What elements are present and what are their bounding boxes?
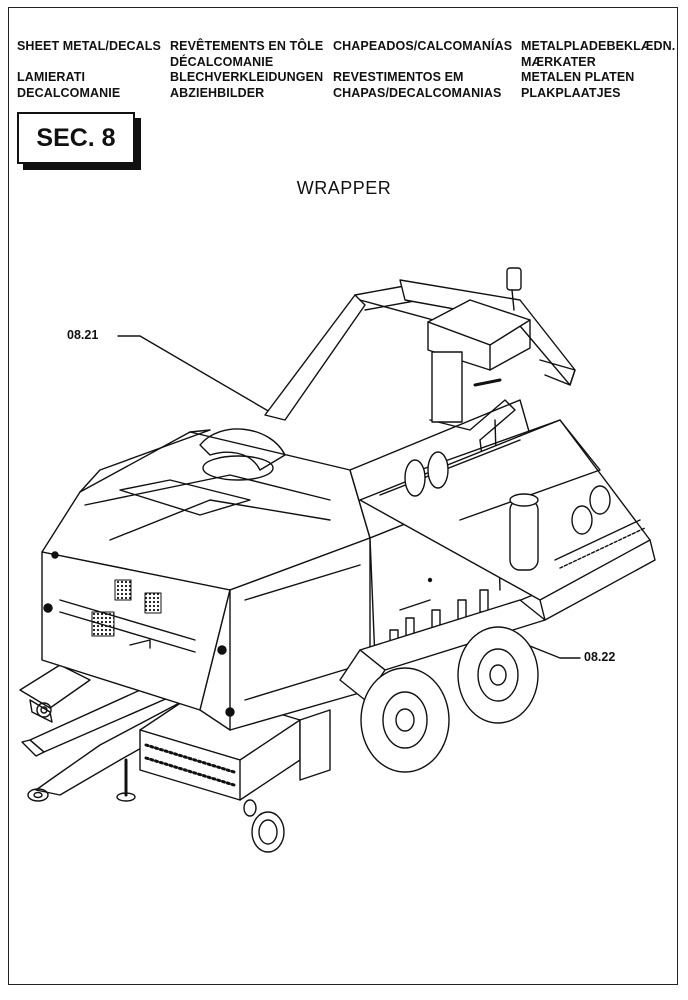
header-line: ABZIEHBILDER (170, 85, 265, 100)
header-column-spanish-portuguese: CHAPEADOS/CALCOMANÍAS REVESTIMENTOS EM C… (333, 39, 512, 101)
header-line: BLECHVERKLEIDUNGEN (170, 70, 324, 84)
section-label-box: SEC. 8 (17, 112, 135, 164)
wheels (299, 626, 539, 781)
control-box (427, 267, 531, 423)
leader-line-08-21 (117, 335, 271, 413)
page-frame (8, 7, 678, 985)
callout-label-right: 08.22 (584, 650, 616, 664)
header-line: CHAPEADOS/CALCOMANÍAS (333, 39, 513, 53)
header-column-french-german: REVÊTEMENTS EN TÔLE DÉCALCOMANIE BLECHVE… (170, 39, 323, 101)
turntable (359, 419, 656, 653)
header-line: SHEET METAL/DECALS (17, 39, 161, 53)
baler-body (41, 428, 371, 731)
header-line: METALEN PLATEN (521, 70, 635, 84)
page-title: WRAPPER (296, 178, 392, 198)
header-line: REVÊTEMENTS EN TÔLE (170, 39, 324, 53)
chassis (339, 599, 546, 701)
header-line: DECALCOMANIE (17, 85, 121, 100)
header-line: REVESTIMENTOS EM (333, 70, 464, 84)
section-label: SEC. 8 (36, 123, 116, 152)
callout-label-left: 08.21 (67, 328, 99, 342)
header-line: LAMIERATI (17, 70, 86, 84)
header-line: DÉCALCOMANIE (170, 54, 274, 69)
pickup (139, 689, 301, 853)
header-line: MÆRKATER (521, 54, 596, 69)
header-column-danish-dutch: METALPLADEBEKLÆDN. MÆRKATER METALEN PLAT… (521, 39, 675, 101)
header-line: PLAKPLAATJES (521, 85, 621, 100)
header-column-english-italian: SHEET METAL/DECALS LAMIERATI DECALCOMANI… (17, 39, 161, 101)
header-line: METALPLADEBEKLÆDN. (521, 39, 676, 53)
header-line: CHAPAS/DECALCOMANIAS (333, 85, 502, 100)
